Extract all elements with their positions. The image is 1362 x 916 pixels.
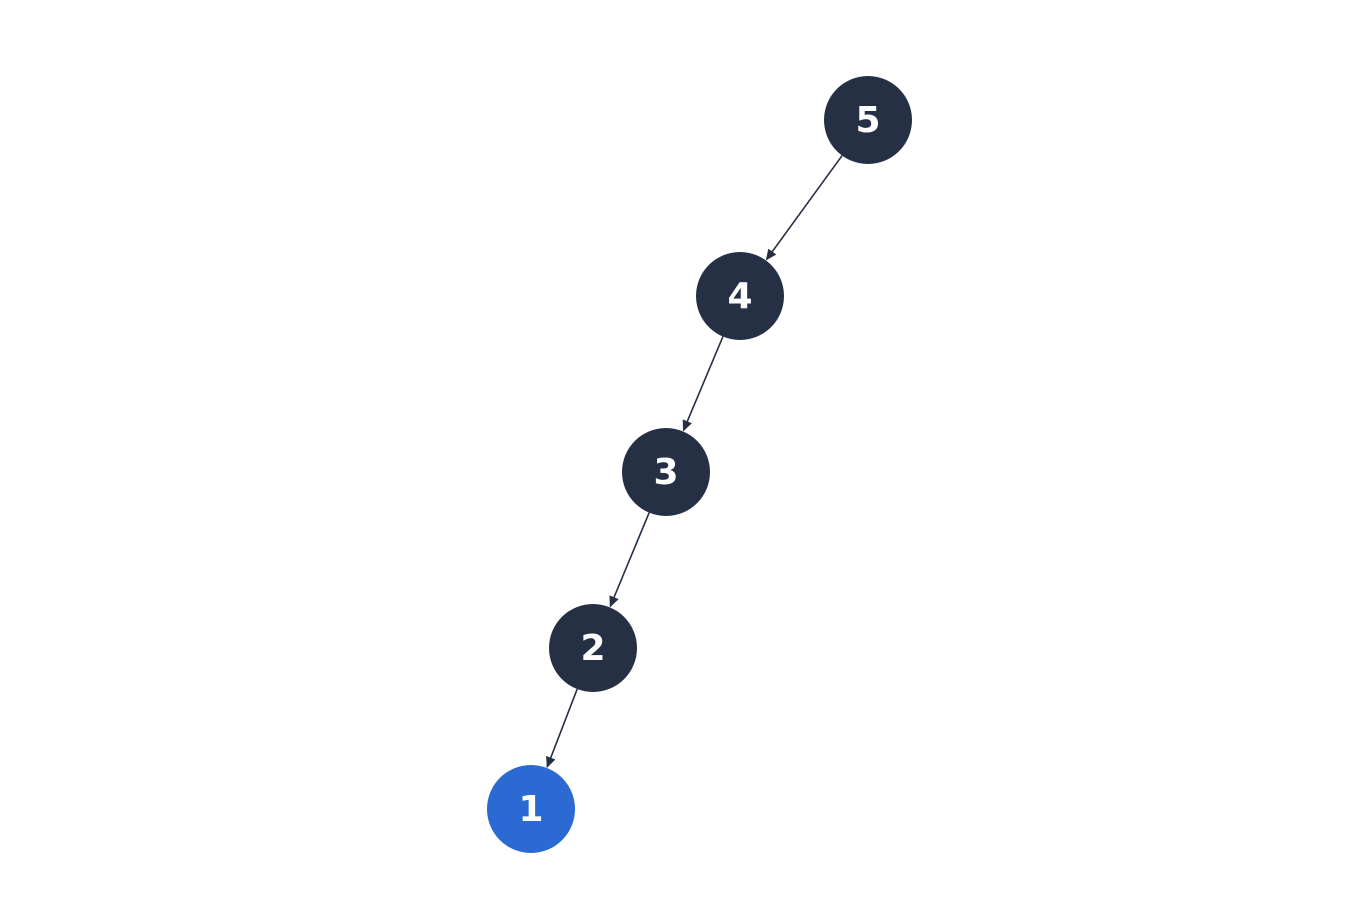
node-circle bbox=[622, 428, 710, 516]
tree-node-4[interactable]: 4 bbox=[696, 252, 784, 340]
node-label: 2 bbox=[580, 628, 605, 669]
edge-n3-n2 bbox=[609, 512, 650, 608]
edges-layer bbox=[546, 155, 843, 768]
node-circle bbox=[824, 76, 912, 164]
node-label: 3 bbox=[653, 452, 678, 493]
edge-n5-n4 bbox=[765, 155, 843, 261]
nodes-layer: 5 4 3 2 1 bbox=[487, 76, 912, 853]
node-label: 5 bbox=[855, 100, 880, 141]
node-circle bbox=[696, 252, 784, 340]
node-label: 1 bbox=[518, 789, 543, 830]
edge-n2-n1 bbox=[546, 688, 578, 768]
edge-n4-n3 bbox=[682, 336, 724, 432]
tree-node-3[interactable]: 3 bbox=[622, 428, 710, 516]
tree-node-5[interactable]: 5 bbox=[824, 76, 912, 164]
node-circle bbox=[549, 604, 637, 692]
node-label: 4 bbox=[727, 276, 752, 317]
tree-node-1[interactable]: 1 bbox=[487, 765, 575, 853]
tree-node-2[interactable]: 2 bbox=[549, 604, 637, 692]
node-circle bbox=[487, 765, 575, 853]
